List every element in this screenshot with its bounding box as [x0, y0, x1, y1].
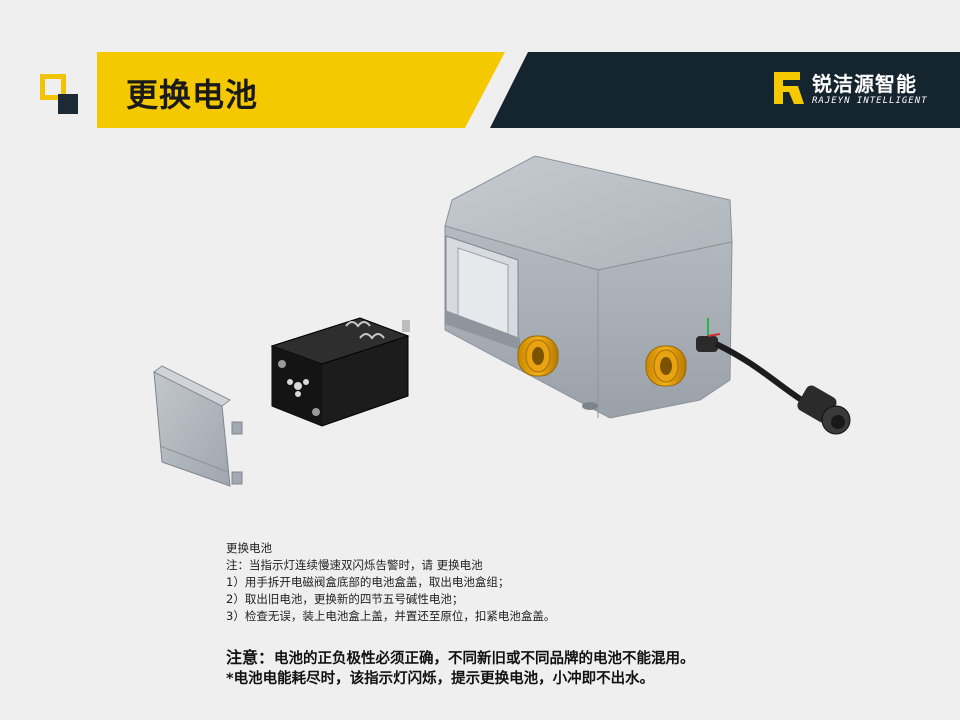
notice-line-1: 注意：电池的正负极性必须正确，不同新旧或不同品牌的电池不能混用。 [226, 648, 866, 669]
brand-name-cn: 锐洁源智能 [812, 72, 917, 96]
title-bar-yellow [97, 52, 505, 128]
battery-cover [153, 365, 243, 487]
solenoid-valve-box [444, 155, 733, 419]
brand-r-icon [774, 72, 804, 104]
notice-line-2: *电池电能耗尽时，该指示灯闪烁，提示更换电池，小冲即不出水。 [226, 671, 655, 687]
instruction-step: 1）用手拆开电磁阀盒底部的电池盒盖，取出电池盒组； [226, 575, 510, 589]
header-banner [97, 52, 960, 128]
instructions-block: 更换电池 注：当指示灯连续慢速双闪烁告警时，请 更换电池 1）用手拆开电磁阀盒底… [226, 540, 826, 625]
brand-logo: 锐洁源智能 RAJEYN INTELLIGENT [770, 66, 940, 112]
notice-block: 注意：电池的正负极性必须正确，不同新旧或不同品牌的电池不能混用。 *电池电能耗尽… [226, 648, 866, 689]
brand-name-en: RAJEYN INTELLIGENT [812, 96, 928, 106]
brand-bar-dark [490, 52, 960, 128]
power-cable [696, 318, 851, 435]
instructions-heading: 更换电池 [226, 541, 272, 555]
notice-lead: 注意： [226, 648, 275, 667]
page-title: 更换电池 [126, 76, 259, 114]
instruction-step: 3）检查无误，装上电池盒上盖，并置还至原位，扣紧电池盒盖。 [226, 609, 556, 623]
notice-text: 电池的正负极性必须正确，不同新旧或不同品牌的电池不能混用。 [274, 651, 695, 667]
battery-holder [270, 317, 410, 427]
instruction-step: 2）取出旧电池，更换新的四节五号碱性电池； [226, 592, 464, 606]
inlet-fitting [517, 335, 559, 377]
section-logo-mark [40, 74, 80, 116]
battery-exploded-illustration [153, 155, 851, 487]
instructions-note: 注：当指示灯连续慢速双闪烁告警时，请 更换电池 [226, 558, 483, 572]
outlet-fitting [645, 345, 687, 387]
